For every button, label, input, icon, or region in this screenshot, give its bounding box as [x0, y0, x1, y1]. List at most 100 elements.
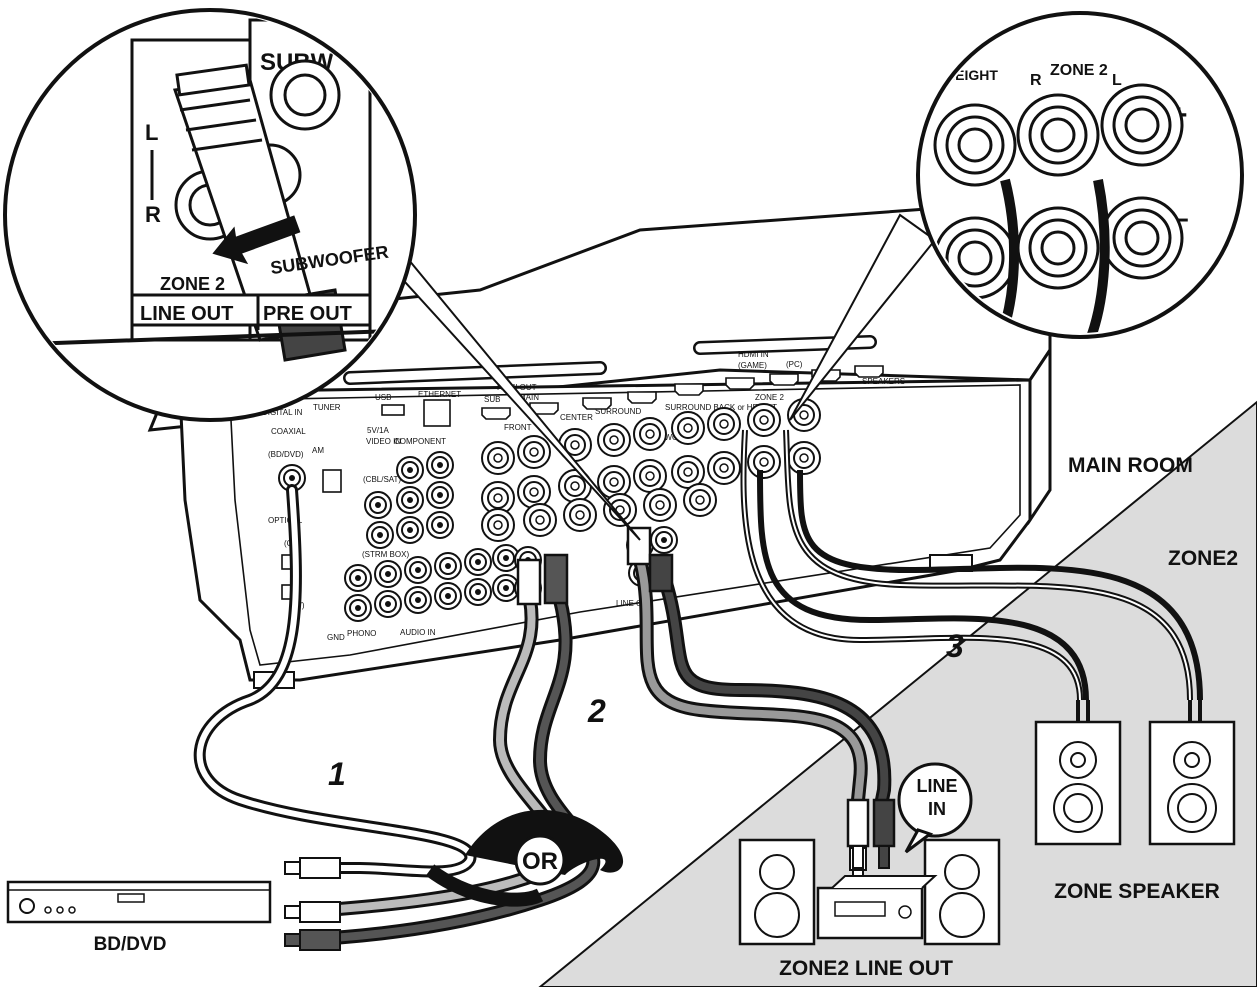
zoom-label-l: L — [145, 120, 158, 145]
hdmi-out-sub-port — [481, 407, 511, 420]
hdmi-in-port — [769, 373, 799, 386]
speaker-terminal-lower — [683, 483, 717, 517]
audio-in-jack — [464, 548, 492, 576]
label-zone2-speaker: ZONE 2 — [755, 393, 784, 402]
zoom-label-r: R — [145, 202, 161, 227]
label-hdmi-pc: (PC) — [786, 360, 803, 369]
label-zone2: ZONE2 — [1168, 547, 1238, 570]
zoom-label-zone2-right: ZONE 2 — [1050, 62, 1108, 79]
or-badge: OR — [425, 809, 624, 907]
video-in-jack — [364, 491, 392, 519]
audio-in-jack — [404, 586, 432, 614]
label-bd-dvd: BD/DVD — [94, 934, 167, 955]
label-phono: PHONO — [347, 629, 376, 638]
speaker-terminal-lower — [563, 498, 597, 532]
label-line-in-1: LINE — [916, 776, 957, 796]
label-usb-rating: 5V/1A — [367, 426, 389, 435]
audio-in-jack — [374, 560, 402, 588]
audio-in-jack — [374, 590, 402, 618]
label-coax-bd-dvd: (BD/DVD) — [268, 450, 304, 459]
label-usb: USB — [375, 393, 391, 402]
label-am: AM — [312, 446, 324, 455]
label-hdmi-in: HDMI IN — [738, 350, 769, 359]
label-speakers: SPEAKERS — [862, 377, 905, 386]
ethernet-port — [423, 399, 451, 427]
zoom-label-line-out: LINE OUT — [140, 303, 233, 325]
speaker-terminal-zone2-r — [747, 403, 781, 437]
label-ethernet: ETHERNET — [418, 390, 461, 399]
component-jack — [426, 481, 454, 509]
cable-1-coaxial — [193, 484, 477, 879]
step-number-3: 3 — [946, 628, 964, 664]
zone2-amplifier-system: LINE IN ZONE2 LINE OUT — [738, 762, 1001, 980]
speaker-terminal-zone2-l — [787, 441, 821, 475]
audio-in-jack — [404, 556, 432, 584]
cable-2-zone2-line-out — [626, 526, 896, 881]
speaker-terminal-back — [707, 451, 741, 485]
component-jack — [396, 516, 424, 544]
label-hdmi-sub: SUB — [484, 395, 500, 404]
label-front: FRONT — [504, 423, 532, 432]
label-component: COMPONENT — [394, 437, 446, 446]
bd-dvd-player: BD/DVD — [6, 880, 272, 955]
component-jack — [396, 486, 424, 514]
zoom-label-zone2: ZONE 2 — [160, 274, 225, 294]
hdmi-in-port — [582, 397, 612, 410]
label-main-room: MAIN ROOM — [1068, 454, 1193, 477]
zone-speakers: ZONE SPEAKER — [1034, 720, 1236, 903]
label-audio-in: AUDIO IN — [400, 628, 436, 637]
label-coaxial: COAXIAL — [271, 427, 306, 436]
speaker-terminal-lower — [481, 508, 515, 542]
step-number-2: 2 — [587, 693, 606, 729]
speaker-terminal-surround — [597, 465, 631, 499]
label-hdmi-out: HDMI OUT — [497, 383, 537, 392]
am-antenna-port — [322, 469, 342, 493]
hdmi-in-port — [854, 365, 884, 378]
step-number-1: 1 — [328, 756, 346, 792]
label-cbl-sat: (CBL/SAT) — [363, 475, 401, 484]
component-jack — [426, 511, 454, 539]
speaker-terminal-surround — [633, 459, 667, 493]
label-line-out: LINE OUT — [616, 599, 653, 608]
label-zone2-line-out: ZONE2 LINE OUT — [779, 957, 953, 980]
label-optical: OPTICAL — [268, 516, 303, 525]
hdmi-in-port — [674, 383, 704, 396]
zoom-callout-line-out: SUBW L R ZONE 2 SUBWOOFER LINE OUT PRE O… — [3, 8, 641, 541]
speaker-terminal-front — [481, 441, 515, 475]
speaker-terminal-back — [671, 411, 705, 445]
label-center: CENTER — [560, 413, 593, 422]
zoom-label-pre-out: PRE OUT — [263, 303, 352, 325]
zoom-label-r-right: R — [1030, 72, 1042, 89]
subwoofer-pre-out-jack — [650, 526, 678, 554]
component-jack — [426, 451, 454, 479]
label-strm-box: (STRM BOX) — [362, 550, 409, 559]
audio-in-jack — [344, 564, 372, 592]
label-video-in: VIDEO IN — [366, 437, 401, 446]
label-gnd: GND — [327, 633, 345, 642]
or-text: OR — [522, 848, 558, 875]
speaker-terminal-surround — [633, 417, 667, 451]
label-surround: SURROUND — [595, 407, 641, 416]
audio-in-jack — [434, 582, 462, 610]
speaker-terminal-lower — [643, 488, 677, 522]
zoom-callout-zone2-speaker: HEIGHT R ZONE 2 L + – — [789, 11, 1244, 421]
speaker-terminal-front — [517, 435, 551, 469]
audio-in-jack — [344, 594, 372, 622]
zoom-label-l-right: L — [1112, 72, 1122, 89]
label-hdmi-game: (GAME) — [738, 361, 767, 370]
label-tuner: TUNER — [313, 403, 341, 412]
label-zone-speaker: ZONE SPEAKER — [1054, 880, 1220, 903]
video-in-jack — [366, 521, 394, 549]
label-hdmi-main: MAIN — [519, 393, 539, 402]
speaker-terminal-back — [707, 407, 741, 441]
speaker-terminal-lower — [523, 503, 557, 537]
speaker-terminal-surround — [597, 423, 631, 457]
speaker-terminal-zone2-r — [747, 445, 781, 479]
usb-port — [381, 404, 405, 416]
audio-in-jack — [434, 552, 462, 580]
speaker-terminal-front — [517, 475, 551, 509]
audio-in-jack — [464, 578, 492, 606]
cable-3-speaker-wires — [740, 429, 1203, 722]
hdmi-in-port — [627, 391, 657, 404]
